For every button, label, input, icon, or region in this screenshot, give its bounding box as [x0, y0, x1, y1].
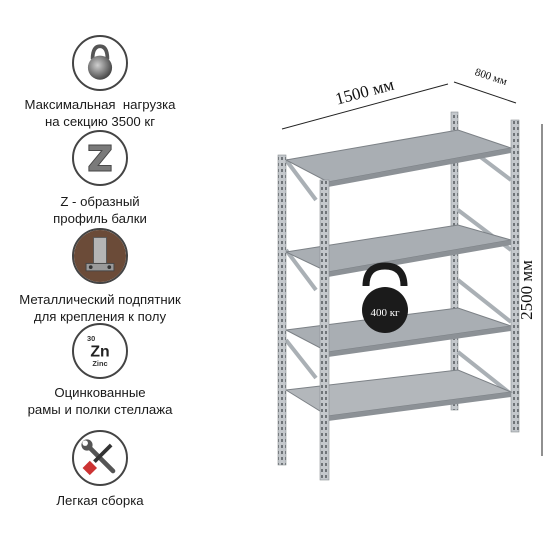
depth-dimension-line — [453, 81, 517, 104]
height-dimension-label: 2500 мм — [517, 260, 536, 320]
svg-text:30: 30 — [87, 334, 95, 343]
width-dimension-label: 1500 мм — [333, 75, 396, 109]
feature-text-assembly: Легкая сборка — [56, 493, 144, 508]
zinc-icon: 30 Zn Zinc — [72, 323, 128, 379]
z-profile-beam-icon — [72, 130, 128, 186]
svg-text:Zn: Zn — [90, 344, 109, 361]
metal-foot-plate-icon — [72, 228, 128, 284]
kettlebell-load-icon: 400 кг — [362, 262, 408, 333]
depth-dimension-label: 800 мм — [473, 66, 508, 88]
shelf-load-label: 400 кг — [370, 307, 400, 319]
wrench-screwdriver-icon — [72, 430, 128, 486]
svg-text:Zinc: Zinc — [92, 359, 107, 368]
kettlebell-icon — [72, 35, 128, 91]
width-dimension-line — [281, 83, 449, 130]
shelving-unit-illustration: 800 мм 1500 мм 2500 мм — [268, 60, 550, 550]
